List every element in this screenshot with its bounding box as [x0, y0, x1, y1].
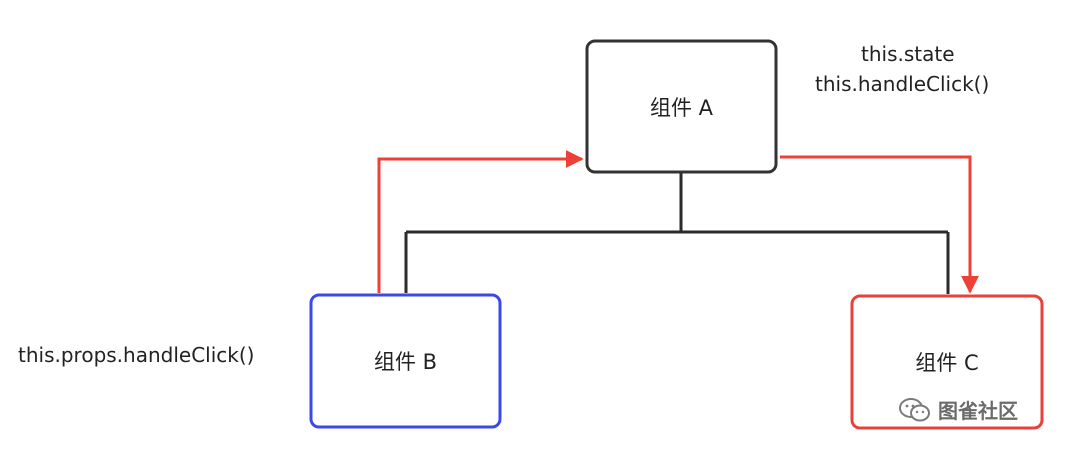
component-c-label: 组件 C — [915, 351, 979, 375]
wechat-icon — [899, 397, 930, 421]
arrow-a-to-c — [780, 155, 979, 294]
annotation-props-handle-click: this.props.handleClick() — [18, 343, 255, 367]
watermark-text: 图雀社区 — [938, 399, 1018, 423]
flow-arrows — [377, 150, 979, 294]
component-b-label: 组件 B — [373, 350, 438, 374]
component-c-box — [850, 294, 1044, 430]
tree-connectors — [404, 173, 950, 294]
component-a-box — [585, 39, 778, 174]
component-a-label: 组件 A — [649, 95, 714, 120]
watermark: 图雀社区 — [898, 395, 1018, 424]
component-b-box — [309, 293, 502, 429]
annotation-handle-click: this.handleClick() — [815, 72, 990, 96]
annotation-this-state: this.state — [861, 42, 955, 66]
arrow-b-to-a — [377, 150, 584, 293]
